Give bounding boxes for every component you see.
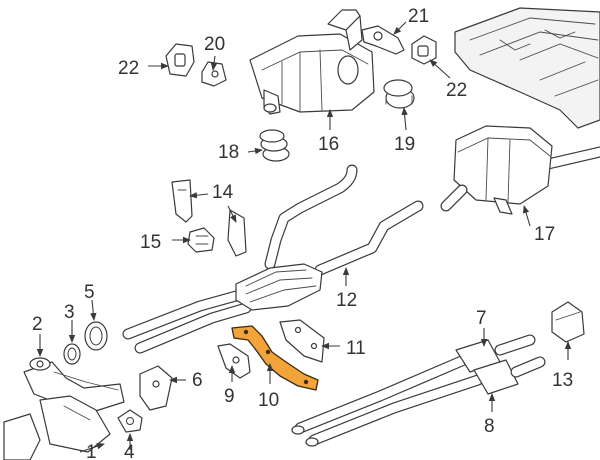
callout-7: 7: [476, 308, 487, 329]
front-downpipe-assembly: [3, 361, 125, 460]
callout-20: 20: [204, 34, 225, 55]
callout-4: 4: [124, 442, 135, 460]
bracket-14: [171, 179, 193, 223]
rear-muffler-left: [249, 9, 375, 115]
highlighted-part-10-reinforcement-bar: [231, 325, 319, 391]
callout-17: 17: [534, 224, 555, 245]
main-pipe-assembly: [122, 164, 424, 354]
callout-11: 11: [346, 338, 366, 359]
callout-9: 9: [224, 386, 235, 407]
callout-12: 12: [336, 290, 357, 311]
catalytic-pipe-assembly: [291, 334, 546, 447]
leader-lines: [36, 21, 572, 453]
callout-13: 13: [552, 370, 573, 391]
gasket-3: [63, 343, 81, 365]
hanger-bracket-20: [201, 61, 227, 87]
hanger-bracket-21: [361, 25, 405, 55]
heat-shield-small-14: [227, 209, 247, 257]
callout-labels: 22 20 21 22 16 19 18 14 15 17 12 11 7 13…: [32, 6, 573, 460]
callout-14: 14: [212, 182, 234, 203]
clamp-5: [84, 321, 108, 351]
callout-15: 15: [140, 232, 161, 253]
clamp-13: [551, 301, 585, 343]
callout-8: 8: [484, 416, 495, 437]
bracket-15: [187, 227, 215, 253]
clamp-19: [383, 79, 415, 109]
callout-16: 16: [318, 134, 339, 155]
callout-6: 6: [192, 370, 203, 391]
callout-21: 21: [408, 6, 429, 27]
callout-1: 1: [86, 442, 97, 460]
callout-19: 19: [394, 134, 415, 155]
bracket-9: [217, 343, 251, 379]
rubber-mount-right: [411, 35, 437, 65]
callout-3: 3: [64, 302, 75, 323]
callout-10: 10: [258, 390, 279, 411]
heat-shield: [454, 7, 600, 129]
clamp-18: [259, 129, 290, 162]
gasket-2: [29, 357, 51, 371]
callout-18: 18: [218, 142, 239, 163]
callout-5: 5: [84, 282, 95, 303]
center-muffler: [235, 263, 323, 311]
heat-shield-11: [279, 319, 325, 363]
callout-22-right: 22: [446, 80, 467, 101]
bracket-6: [139, 365, 173, 411]
gasket-4: [117, 409, 143, 433]
callout-2: 2: [32, 314, 43, 335]
rear-muffler-right: [440, 125, 600, 215]
callout-22-left: 22: [118, 58, 139, 79]
rubber-mount-left: [165, 43, 195, 77]
